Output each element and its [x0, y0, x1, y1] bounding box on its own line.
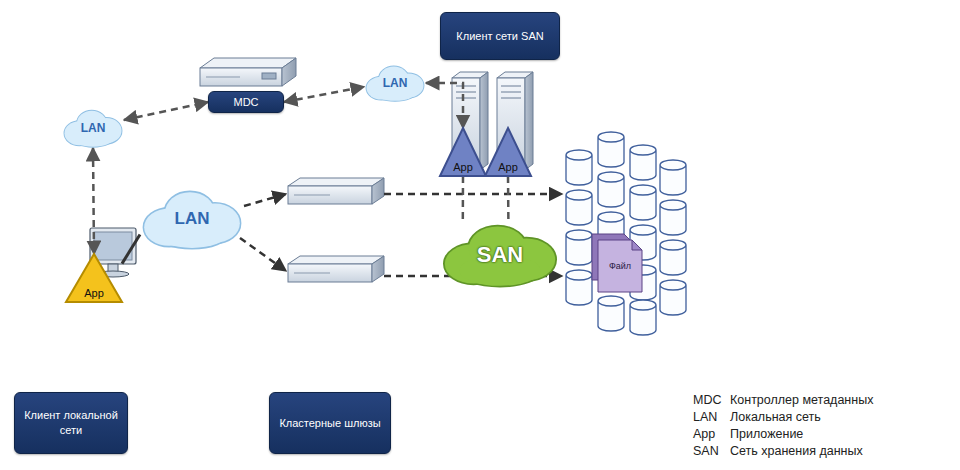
connector — [507, 176, 510, 222]
node-text: App — [498, 161, 518, 173]
lan-cloud: LAN — [62, 108, 124, 148]
node-text: Кластерные шлюзы — [279, 416, 380, 431]
node-text: MDC — [233, 95, 258, 110]
client-label: Клиент сети SAN — [440, 12, 560, 60]
app-triangle: App — [440, 128, 486, 176]
legend-description: Сеть хранения данных — [730, 444, 863, 458]
node-text: Файл — [609, 261, 631, 271]
disk-cylinder — [598, 296, 624, 331]
legend-description: Локальная сеть — [730, 410, 821, 424]
disk-cylinder — [566, 190, 592, 225]
san-cloud: SAN — [440, 222, 560, 288]
client-label: Клиент локальной сети — [14, 392, 128, 454]
node-text: Клиент локальной сети — [23, 408, 119, 438]
legend-description: Приложение — [730, 427, 803, 441]
legend-abbreviation: LAN — [693, 410, 717, 424]
node-text: LAN — [383, 76, 408, 90]
legend-abbreviation: App — [693, 427, 715, 441]
disk-array — [566, 132, 686, 335]
connectors — [93, 83, 508, 264]
gateway-device — [288, 178, 384, 204]
node-text: App — [453, 161, 473, 173]
disk-cylinder — [566, 270, 592, 305]
disk-cylinder — [660, 200, 686, 235]
disk-cylinder — [630, 185, 656, 220]
lan-cloud: LAN — [140, 188, 244, 250]
disk-cylinder — [630, 300, 656, 335]
connector — [122, 235, 140, 264]
disk-cylinder — [566, 230, 592, 265]
data-path — [240, 194, 562, 276]
disk-cylinder — [660, 280, 686, 315]
disk-cylinder — [566, 150, 592, 185]
node-text: LAN — [175, 209, 210, 229]
connector — [284, 87, 364, 102]
disk-cylinder — [598, 132, 624, 167]
app-triangle: App — [66, 254, 122, 302]
file-icon: Файл — [598, 240, 642, 292]
connector — [462, 176, 465, 222]
disk-cylinder — [660, 240, 686, 275]
legend-abbreviation: MDC — [693, 393, 721, 407]
mdc-label: MDC — [208, 91, 284, 114]
app-triangle: App — [485, 128, 531, 176]
node-text: SAN — [477, 242, 523, 268]
disk-cylinder — [660, 160, 686, 195]
node-text: Клиент сети SAN — [456, 29, 543, 44]
legend-abbreviation: SAN — [693, 444, 719, 458]
node-text: LAN — [81, 121, 106, 135]
connector — [93, 148, 94, 254]
lan-cloud: LAN — [364, 64, 426, 102]
node-text: App — [84, 287, 104, 299]
connector — [426, 83, 463, 128]
legend-description: Контроллер метаданных — [730, 393, 873, 407]
connector — [124, 102, 208, 120]
gateway-device — [288, 256, 384, 282]
mdc-device — [200, 58, 296, 86]
disk-cylinder — [598, 172, 624, 207]
gateway-label: Кластерные шлюзы — [269, 392, 390, 454]
disk-cylinder — [630, 145, 656, 180]
